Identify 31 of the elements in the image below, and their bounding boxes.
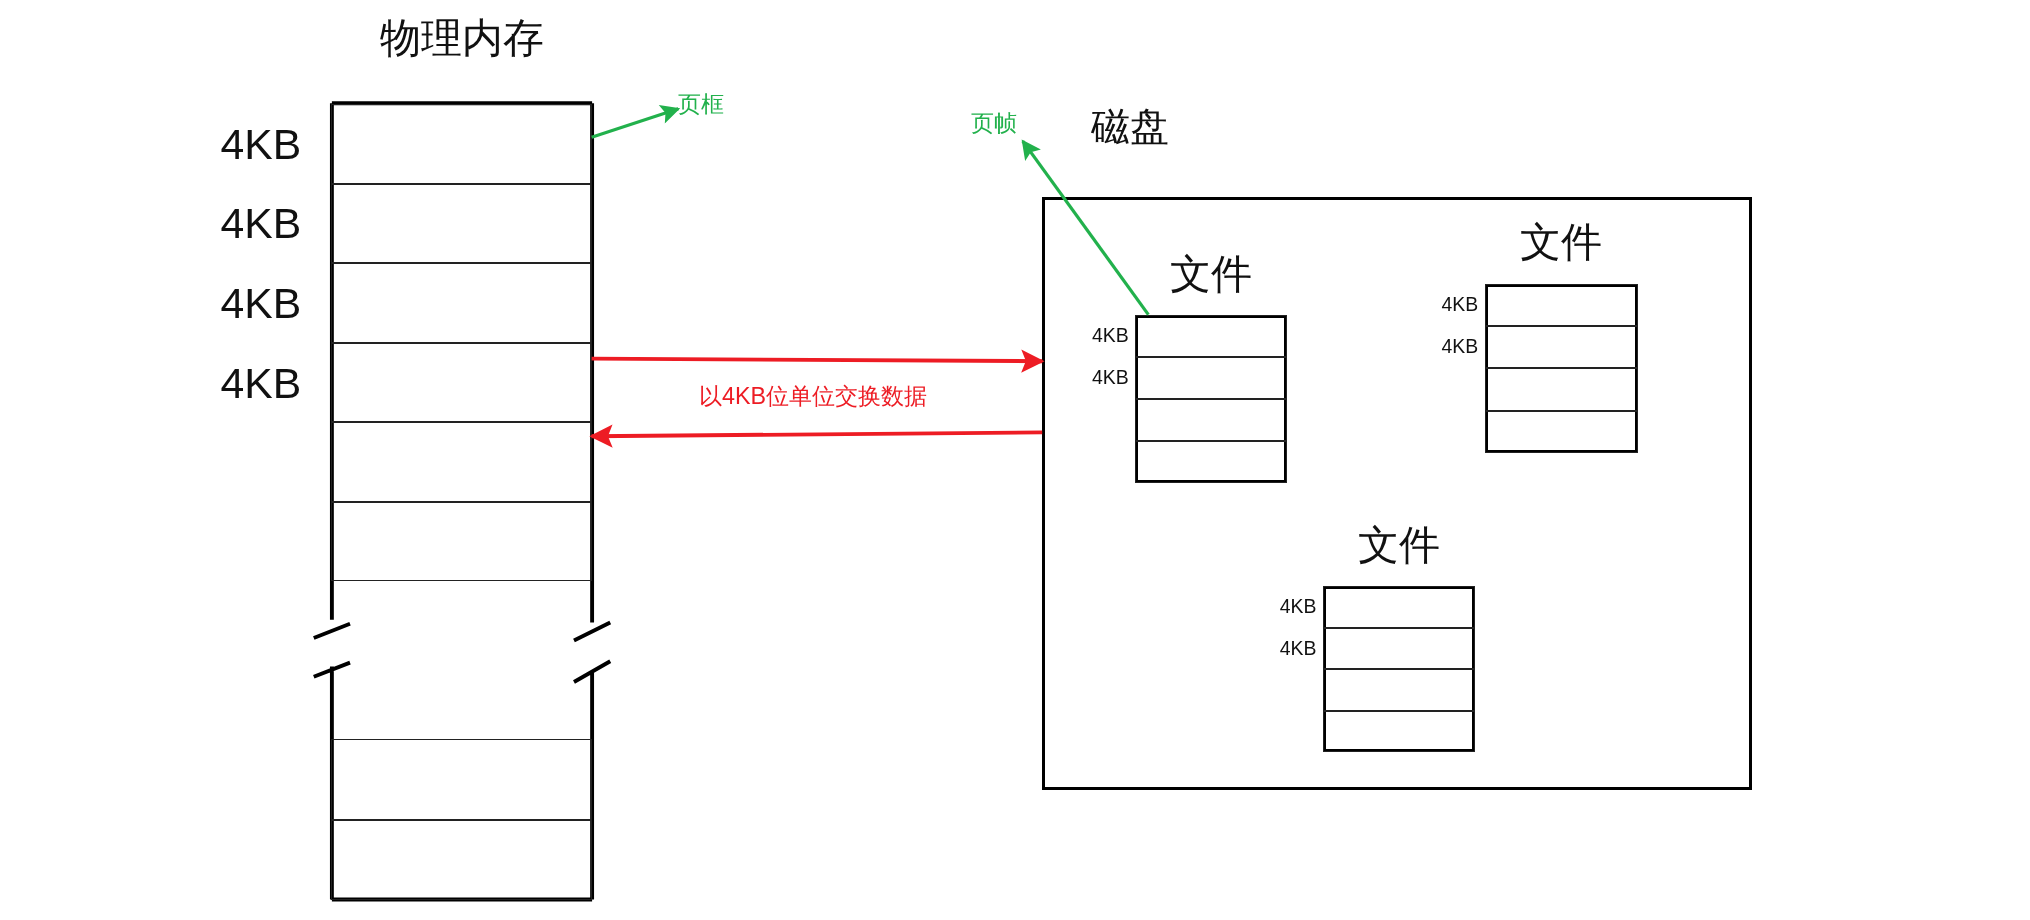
page-slot [331, 739, 592, 820]
size-label: 4KB [1091, 324, 1129, 347]
size-label: 4KB [1091, 367, 1129, 389]
size-label: 4KB [220, 199, 302, 247]
page-slot [1135, 440, 1287, 483]
column-title: 物理内存 [379, 15, 544, 62]
arrow [1021, 139, 1150, 316]
arrow [591, 349, 1045, 373]
size-label: 4KB [1279, 637, 1317, 660]
size-label: 4KB [220, 359, 302, 407]
size-label: 4KB [1441, 336, 1479, 358]
size-label: 4KB [220, 120, 302, 168]
page-slot [1323, 669, 1475, 711]
file-title: 文件 [1357, 523, 1440, 569]
page-slot [331, 502, 592, 582]
annotation-label: 页框 [678, 88, 744, 122]
arrow [589, 424, 1043, 448]
disk-title: 磁盘 [1091, 106, 1170, 149]
annotation-label: 页帧 [970, 107, 1036, 142]
file-title: 文件 [1520, 220, 1603, 266]
page-slot [1484, 410, 1638, 454]
arrow [591, 105, 681, 139]
size-label: 4KB [1279, 596, 1317, 618]
file-title: 文件 [1170, 252, 1253, 298]
page-slot [331, 422, 592, 503]
page-slot [1484, 368, 1638, 411]
size-label: 4KB [1441, 294, 1479, 316]
page-slot [1323, 710, 1475, 753]
page-slot [331, 819, 592, 900]
page-slot [1135, 398, 1287, 441]
size-label: 4KB [220, 279, 302, 327]
